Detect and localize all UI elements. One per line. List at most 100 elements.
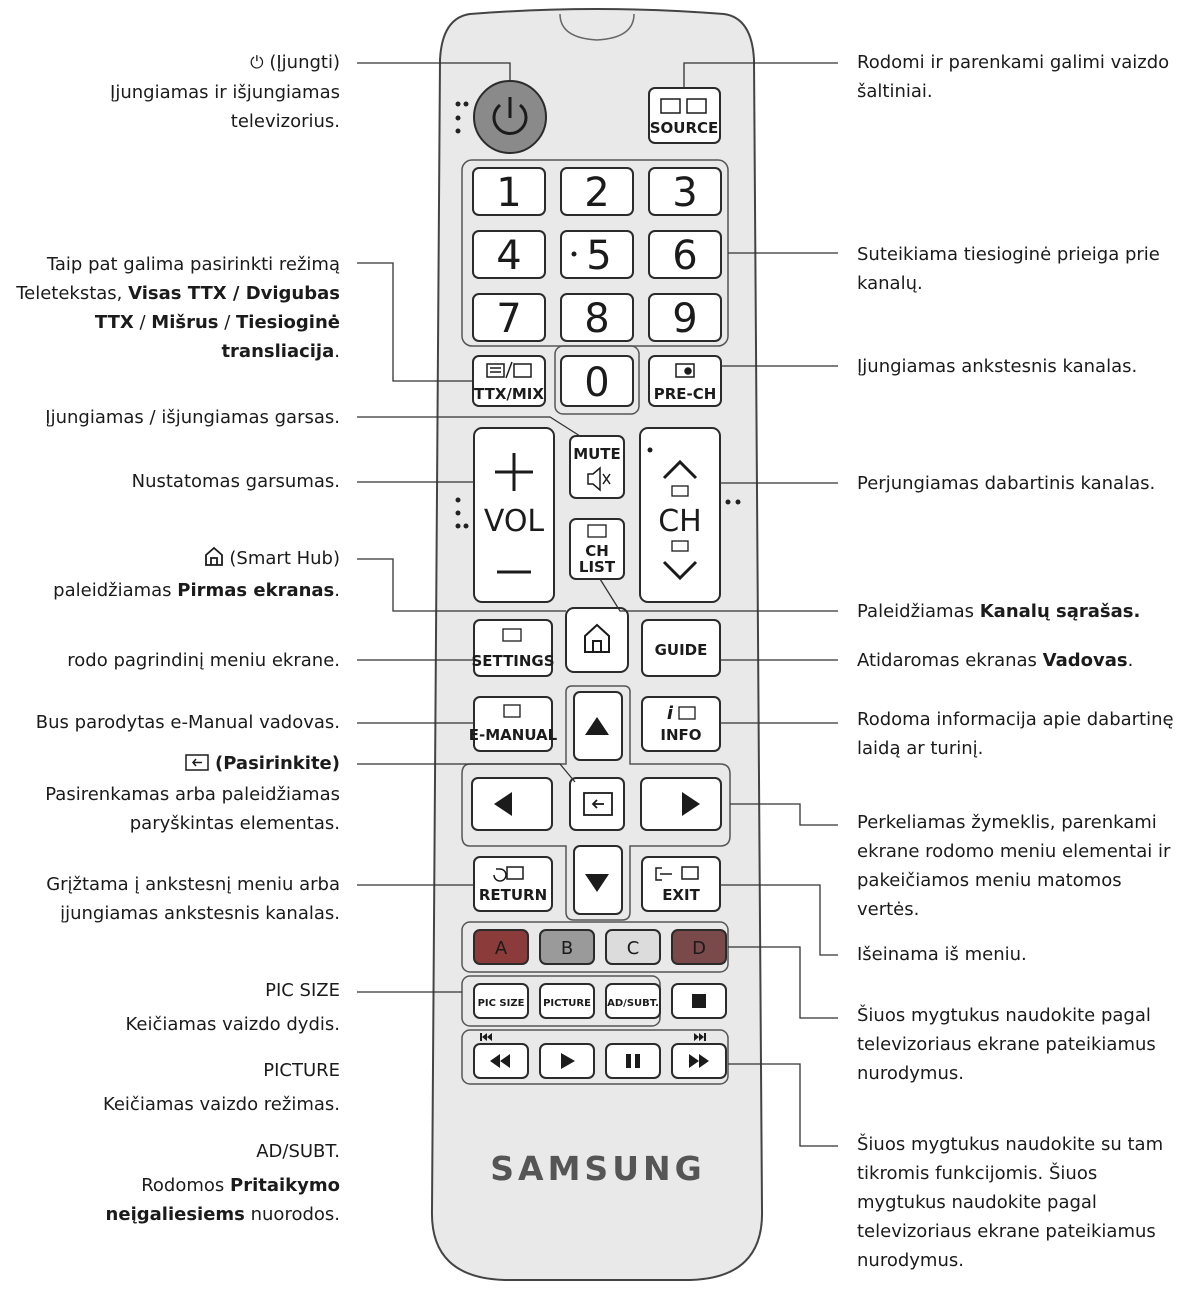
numpad: 1 2 3 4 5 6 7 8 9	[472, 167, 722, 342]
annotation-pic-size: PIC SIZE Keičiamas vaizdo dydis.	[10, 976, 340, 1039]
settings-button[interactable]	[473, 619, 553, 677]
color-label-d: D	[692, 938, 706, 959]
pause-icon	[626, 1054, 640, 1068]
right-arrow-icon	[682, 792, 700, 816]
annotation-ch-list-text-2: .	[1133, 601, 1141, 622]
ch-list-icon	[587, 524, 607, 538]
pic-size-button[interactable]	[473, 983, 529, 1019]
media-buttons-group	[461, 1029, 729, 1085]
color-button-c[interactable]	[605, 929, 661, 965]
nav-pad-outline	[461, 685, 731, 921]
color-button-b[interactable]	[539, 929, 595, 965]
color-button-a[interactable]	[473, 929, 529, 965]
annotation-e-manual: Bus parodytas e-Manual vadovas.	[35, 712, 340, 733]
e-manual-button[interactable]	[473, 696, 553, 752]
source-label: SOURCE	[650, 119, 719, 137]
digit-button-8[interactable]	[560, 293, 634, 342]
annotation-ttx-text-1: Taip pat galima pasirinkti režimą Telete…	[16, 254, 340, 304]
up-arrow-icon	[585, 717, 609, 735]
leader-lines-right	[599, 62, 838, 1147]
annotation-ttx-text-2: /	[133, 312, 152, 333]
exit-button[interactable]	[641, 856, 721, 912]
annotation-settings: rodo pagrindinį meniu ekrane.	[67, 650, 340, 671]
ch-dots	[725, 499, 741, 505]
ttx-icon	[486, 361, 532, 379]
annotation-ad-subt-bold: Pritaikymo neįgaliesiems	[105, 1175, 340, 1225]
guide-label: GUIDE	[655, 641, 708, 659]
annotation-ad-subt: AD/SUBT. Rodomos Pritaikymo neįgaliesiem…	[10, 1137, 340, 1229]
digit-button-2[interactable]	[560, 167, 634, 216]
digit-label-8: 8	[584, 296, 609, 342]
ttx-mix-label: TTX/MIX	[474, 385, 544, 403]
volume-rocker[interactable]	[473, 427, 555, 603]
pause-button[interactable]	[605, 1043, 661, 1079]
ad-subt-button[interactable]	[605, 983, 661, 1019]
play-icon	[561, 1053, 575, 1069]
annotation-return-desc: Grįžtama į ankstesnį meniu arba įjungiam…	[46, 874, 340, 924]
fast-forward-icon	[689, 1054, 709, 1068]
select-icon	[583, 792, 613, 816]
ch-list-label-2: LIST	[579, 558, 616, 576]
select-outline-icon	[185, 751, 209, 780]
exit-icon	[655, 866, 699, 881]
left-arrow-icon	[494, 792, 512, 816]
annotation-navigation: Perkeliamas žymeklis, parenkami ekrane r…	[857, 812, 1171, 920]
brand-logo: SAMSUNG	[490, 1149, 705, 1188]
annotation-picture: PICTURE Keičiamas vaizdo režimas.	[10, 1056, 340, 1119]
digit-button-0[interactable]	[560, 355, 634, 407]
annotation-power-desc: Įjungiamas ir išjungiamas televizorius.	[110, 82, 340, 132]
color-label-a: A	[495, 938, 508, 959]
annotation-info: Rodoma informacija apie dabartinę laidą …	[857, 709, 1174, 759]
return-label: RETURN	[479, 886, 547, 904]
digit-button-7[interactable]	[472, 293, 546, 342]
return-icon	[493, 866, 524, 882]
power-icon	[492, 103, 528, 135]
color-label-c: C	[627, 938, 640, 959]
mute-button[interactable]	[569, 435, 625, 499]
annotation-guide: Atidaromas ekranas Vadovas.	[857, 646, 1187, 675]
guide-button[interactable]	[641, 619, 721, 677]
rewind-icon	[490, 1054, 510, 1068]
color-button-d[interactable]	[671, 929, 727, 965]
annotation-pic-size-desc: Keičiamas vaizdo dydis.	[125, 1014, 340, 1035]
digit-button-9[interactable]	[648, 293, 722, 342]
annotation-ttx-text-3: /	[218, 312, 237, 333]
mute-label: MUTE	[573, 445, 621, 463]
exit-label: EXIT	[662, 886, 700, 904]
annotation-smart-hub: (Smart Hub) paleidžiamas Pirmas ekranas.	[10, 544, 340, 605]
ad-subt-label: AD/SUBT.	[607, 998, 659, 1009]
channel-rocker[interactable]	[639, 427, 721, 603]
picture-button[interactable]	[539, 983, 595, 1019]
annotation-media-buttons: Šiuos mygtukus naudokite su tam tikromis…	[857, 1134, 1164, 1271]
ch-list-button[interactable]	[569, 518, 625, 580]
power-dots	[455, 101, 469, 134]
pre-ch-icon	[675, 363, 695, 378]
digit-button-4[interactable]	[472, 230, 546, 279]
annotation-ttx-bold-2: Mišrus	[151, 312, 219, 333]
info-button[interactable]	[641, 696, 721, 752]
annotation-smart-hub-bold: Pirmas ekranas	[177, 580, 335, 601]
digit-button-3[interactable]	[648, 167, 722, 216]
annotation-ttx-bold-3: Tiesioginė transliacija	[221, 312, 340, 362]
annotation-ad-subt-title: AD/SUBT.	[256, 1141, 340, 1162]
digit-button-6[interactable]	[648, 230, 722, 279]
annotation-power: ⏻ (Įjungti) Įjungiamas ir išjungiamas te…	[10, 48, 340, 136]
digit-label-6: 6	[672, 233, 697, 279]
pre-ch-button[interactable]	[648, 355, 722, 407]
annotation-picture-desc: Keičiamas vaizdo režimas.	[102, 1094, 340, 1115]
remote-top-notch	[559, 13, 635, 41]
return-button[interactable]	[473, 856, 553, 912]
annotation-smart-hub-title: (Smart Hub)	[229, 548, 340, 569]
channel-down-icon	[662, 560, 698, 581]
annotation-ttx: Taip pat galima pasirinkti režimą Telete…	[10, 250, 340, 366]
annotation-color-buttons: Šiuos mygtukus naudokite pagal televizor…	[857, 1005, 1156, 1084]
right-button[interactable]	[640, 777, 722, 831]
digit-button-1[interactable]	[472, 167, 546, 216]
digit-button-5[interactable]	[560, 230, 634, 279]
info-i-label: i	[667, 703, 674, 724]
channel-up-icon	[662, 459, 698, 480]
annotation-smart-hub-text-2: .	[334, 580, 340, 601]
annotation-ch-list: Paleidžiamas Kanalų sąrašas.	[857, 597, 1187, 626]
annotation-pic-size-title: PIC SIZE	[265, 980, 340, 1001]
